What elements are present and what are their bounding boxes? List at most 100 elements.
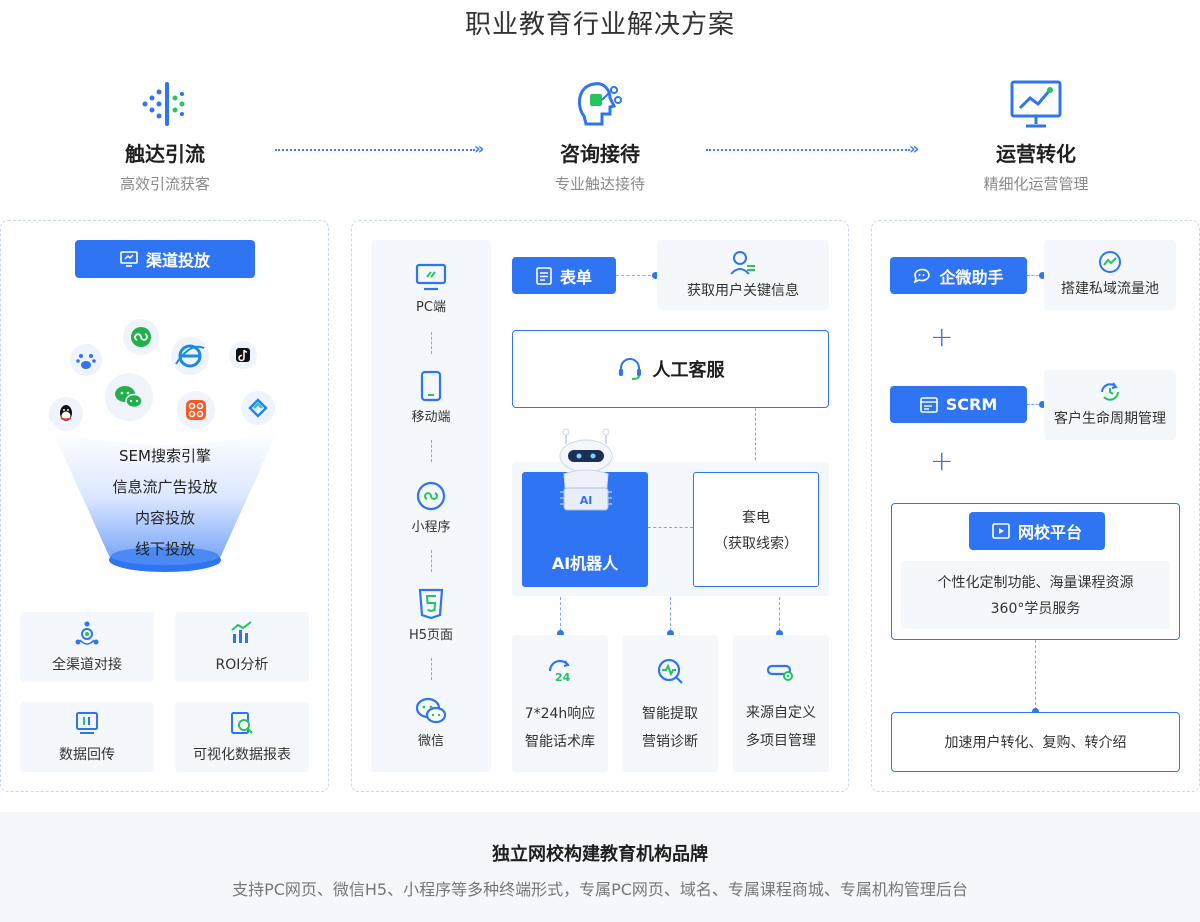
stage-name: 咨询接待 xyxy=(560,142,640,166)
feature-label-1: 来源自定义 xyxy=(746,704,816,721)
form-label: 表单 xyxy=(559,267,592,287)
headset-icon xyxy=(618,358,641,380)
device-label: 小程序 xyxy=(411,520,451,535)
device-label: 移动端 xyxy=(411,410,451,425)
channel-header-label: 渠道投放 xyxy=(145,251,210,270)
feature-label: 数据回传 xyxy=(59,747,115,763)
tiktok-icon xyxy=(228,340,258,374)
feature-label: 全渠道对接 xyxy=(52,657,122,673)
arrow-right-icon: » xyxy=(909,139,920,158)
baidu-icon xyxy=(70,344,102,380)
form-button[interactable]: 表单 xyxy=(512,257,616,294)
app-store-icon xyxy=(176,390,216,434)
feature-label-1: 智能提取 xyxy=(642,705,698,722)
chat-icon xyxy=(914,268,931,284)
platform-button[interactable]: 网校平台 xyxy=(969,512,1105,550)
platform-label: 网校平台 xyxy=(1017,523,1082,542)
feature-card: 全渠道对接 xyxy=(20,612,154,682)
feature-card: 数据回传 xyxy=(20,702,154,772)
miniprogram-icon xyxy=(416,481,446,511)
ai-robot-label: AI机器人 xyxy=(551,554,619,573)
device-label: H5页面 xyxy=(408,628,454,643)
human-service-box[interactable]: 人工客服 xyxy=(512,330,829,408)
growth-chart-icon xyxy=(1006,76,1066,132)
channel-header[interactable]: 渠道投放 xyxy=(75,240,255,278)
diagnosis-icon xyxy=(657,658,683,684)
miniprogram-icon xyxy=(122,318,160,360)
stage-sub: 高效引流获客 xyxy=(119,175,210,193)
stage-sub: 精细化运营管理 xyxy=(983,175,1089,193)
robot-icon: AI xyxy=(536,426,636,540)
form-icon xyxy=(536,266,552,285)
connector-dot xyxy=(776,630,783,637)
connector-dot xyxy=(1032,708,1039,715)
feature-label: 可视化数据报表 xyxy=(193,747,291,763)
24h-icon: 24 xyxy=(548,659,571,684)
plus-icon: + xyxy=(930,444,954,477)
wechat-icon xyxy=(104,372,154,426)
footer xyxy=(0,812,1200,922)
form-desc-card: 获取用户关键信息 xyxy=(657,240,829,310)
user-info-icon xyxy=(730,251,755,275)
device-miniprogram: 小程序 xyxy=(371,480,491,535)
stage-reach: 触达引流 高效引流获客 xyxy=(45,76,285,194)
device-wechat: 微信 xyxy=(371,696,491,749)
qiwei-desc-card: 搭建私域流量池 xyxy=(1044,240,1176,310)
footer-subtitle: 支持PC网页、微信H5、小程序等多种终端形式，专属PC网页、域名、专属课程商城、… xyxy=(232,880,968,899)
device-pc: PC端 xyxy=(371,262,491,315)
feature-label-2: 多项目管理 xyxy=(746,732,816,749)
service-connector xyxy=(755,408,756,470)
channel-funnel xyxy=(30,310,300,580)
qiwei-connector xyxy=(1027,275,1043,276)
device-connector xyxy=(431,332,432,354)
stage-connector xyxy=(706,149,910,151)
svg-text:24: 24 xyxy=(555,671,571,684)
feature-label-2: 营销诊断 xyxy=(642,733,698,750)
human-service-label: 人工客服 xyxy=(652,360,725,381)
arrow-right-icon: » xyxy=(474,139,485,158)
feature-card: 可视化数据报表 xyxy=(175,702,309,772)
chip-label: AI xyxy=(580,494,593,507)
platform-desc-1: 个性化定制功能、海量课程资源 xyxy=(937,575,1134,591)
footer-title: 独立网校构建教育机构品牌 xyxy=(492,844,708,865)
kuaishou-icon xyxy=(240,390,276,430)
stage-name: 运营转化 xyxy=(996,142,1076,166)
stage-connector xyxy=(275,149,475,151)
scrm-desc-card: 客户生命周期管理 xyxy=(1044,370,1176,440)
call-lead-box[interactable]: 套电 （获取线索） xyxy=(693,472,819,587)
hub-icon xyxy=(75,621,99,645)
feature-card: 24 7*24h响应 智能话术库 xyxy=(512,635,608,772)
feature-label-2: 智能话术库 xyxy=(525,733,595,750)
connector-dot xyxy=(652,272,659,279)
feature-label-1: 7*24h响应 xyxy=(524,705,596,722)
video-icon xyxy=(992,523,1010,539)
device-label: PC端 xyxy=(416,300,446,315)
feature-card: ROI分析 xyxy=(175,612,309,682)
connector-dot xyxy=(1039,401,1046,408)
connector-dot xyxy=(1039,272,1046,279)
feature-connector xyxy=(779,597,780,631)
qiwei-label: 企微助手 xyxy=(939,267,1004,287)
device-connector xyxy=(431,658,432,680)
funnel-level: 信息流广告投放 xyxy=(112,478,218,496)
funnel-level: 线下投放 xyxy=(134,540,195,558)
feature-card: 来源自定义 多项目管理 xyxy=(733,635,829,772)
stage-consult: 咨询接待 专业触达接待 xyxy=(480,76,720,194)
bar-chart-icon xyxy=(231,621,252,643)
feature-connector xyxy=(560,597,561,631)
qiwei-button[interactable]: 企微助手 xyxy=(890,257,1027,294)
feature-card: 智能提取 营销诊断 xyxy=(622,635,718,772)
report-search-icon xyxy=(231,712,253,734)
conversion-label: 加速用户转化、复购、转介绍 xyxy=(944,735,1127,751)
scrm-icon xyxy=(919,396,938,413)
scrm-button[interactable]: SCRM xyxy=(890,386,1027,423)
stage-operate: 运营转化 精细化运营管理 xyxy=(916,76,1156,194)
feature-label: ROI分析 xyxy=(215,657,269,673)
funnel-level: 内容投放 xyxy=(134,509,195,527)
traffic-pool-icon xyxy=(1099,251,1121,273)
custom-source-icon xyxy=(766,664,793,681)
scrm-label: SCRM xyxy=(945,395,998,414)
ai-head-icon xyxy=(570,76,630,132)
funnel-level: SEM搜索引擎 xyxy=(119,447,211,465)
qiwei-desc: 搭建私域流量池 xyxy=(1061,281,1159,297)
